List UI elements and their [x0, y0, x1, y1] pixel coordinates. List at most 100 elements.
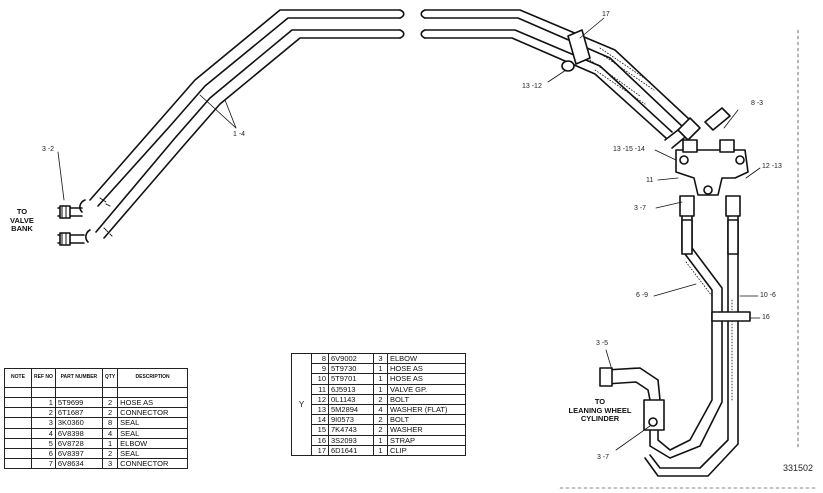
- callout-8-3: 8 -3: [751, 100, 764, 107]
- ref-cell: 11: [311, 383, 329, 395]
- callout-12-13: 12 -13: [762, 163, 782, 170]
- qty-cell: 1: [373, 444, 388, 457]
- desc-cell: HOSE AS: [117, 396, 188, 409]
- callout-11: 11: [646, 177, 654, 184]
- callout-13-15-14: 13 -15 -14: [613, 146, 645, 153]
- desc-cell: WASHER: [387, 424, 466, 436]
- ref-cell: 10: [311, 373, 329, 385]
- desc-cell: BOLT: [387, 414, 466, 426]
- qty-cell: 2: [373, 424, 388, 436]
- qty-cell: 2: [373, 393, 388, 406]
- ref-cell: 7: [31, 458, 56, 470]
- callout-17: 17: [602, 11, 610, 18]
- part-cell: 6J5913: [328, 383, 374, 395]
- part-cell: 7K4743: [328, 424, 374, 436]
- figure-number: 331502: [783, 463, 814, 473]
- qty-cell: 1: [373, 383, 388, 395]
- ref-cell: 12: [311, 393, 329, 406]
- desc-cell: VALVE GP.: [387, 383, 466, 395]
- qty-cell: 1: [373, 434, 388, 446]
- hose-assembly-lower: [599, 195, 751, 477]
- callout-6-9: 6 -9: [636, 292, 649, 299]
- part-cell: 9I0573: [328, 414, 374, 426]
- callout-10-6: 10 -6: [760, 292, 776, 299]
- table-row-spacer: [4, 387, 188, 398]
- clip-17: [561, 29, 591, 72]
- desc-cell: HOSE AS: [387, 373, 466, 385]
- desc-cell: ELBOW: [387, 352, 466, 365]
- note-to-valve-bank: TO VALVE BANK: [10, 207, 34, 234]
- part-cell: 6V8397: [54, 448, 103, 460]
- leader-lines: [57, 17, 761, 451]
- qty-cell: 3: [373, 352, 388, 365]
- part-cell: 5T9730: [328, 363, 374, 375]
- part-cell: 5M2894: [328, 404, 374, 416]
- ref-cell: 5: [31, 437, 56, 450]
- qty-cell: 1: [101, 437, 119, 450]
- callout-3-5: 3 -5: [596, 340, 609, 347]
- part-cell: 3K0360: [54, 417, 103, 429]
- qty-cell: 2: [101, 396, 119, 409]
- ref-cell: 3: [31, 417, 56, 429]
- note-mark: Y: [291, 352, 312, 457]
- qty-cell: 8: [101, 417, 119, 429]
- part-cell: 6V8634: [54, 458, 103, 470]
- desc-cell: CONNECTOR: [117, 458, 188, 470]
- desc-cell: BOLT: [387, 393, 466, 406]
- callout-13-12: 13 -12: [522, 83, 542, 90]
- callout-1-4: 1 -4: [233, 131, 246, 138]
- part-cell: 6V8398: [54, 427, 103, 439]
- ref-cell: 4: [31, 427, 56, 439]
- desc-cell: SEAL: [117, 448, 188, 460]
- callout-3-7-upper: 3 -7: [634, 205, 647, 212]
- qty-cell: 2: [373, 414, 388, 426]
- hose-assembly-left: [57, 9, 405, 246]
- desc-cell: HOSE AS: [387, 363, 466, 375]
- qty-cell: 2: [101, 448, 119, 460]
- desc-cell: ELBOW: [117, 437, 188, 450]
- ref-cell: 2: [31, 407, 56, 419]
- desc-cell: WASHER (FLAT): [387, 404, 466, 416]
- part-cell: 5T9701: [328, 373, 374, 385]
- qty-cell: 1: [373, 363, 388, 375]
- header-part-number: PART NUMBER: [54, 368, 103, 388]
- ref-cell: 9: [311, 363, 329, 375]
- qty-cell: 1: [373, 373, 388, 385]
- part-cell: 6V8728: [54, 437, 103, 450]
- desc-cell: CONNECTOR: [117, 407, 188, 419]
- ref-cell: 13: [311, 404, 329, 416]
- ref-cell: 1: [31, 396, 56, 409]
- guide-line: [559, 29, 819, 489]
- callout-16: 16: [762, 314, 770, 321]
- ref-cell: 6: [31, 448, 56, 460]
- valve-group-11: [675, 139, 749, 196]
- header-note: NOTE: [4, 368, 32, 388]
- ref-cell: 8: [311, 352, 329, 365]
- part-cell: 3S2093: [328, 434, 374, 446]
- part-cell: 6V9002: [328, 352, 374, 365]
- part-cell: 6T1687: [54, 407, 103, 419]
- ref-cell: 16: [311, 434, 329, 446]
- header-qty: QTY: [101, 368, 119, 388]
- qty-cell: 4: [101, 427, 119, 439]
- qty-cell: 4: [373, 404, 388, 416]
- callout-3-2: 3 -2: [42, 146, 55, 153]
- qty-cell: 3: [101, 458, 119, 470]
